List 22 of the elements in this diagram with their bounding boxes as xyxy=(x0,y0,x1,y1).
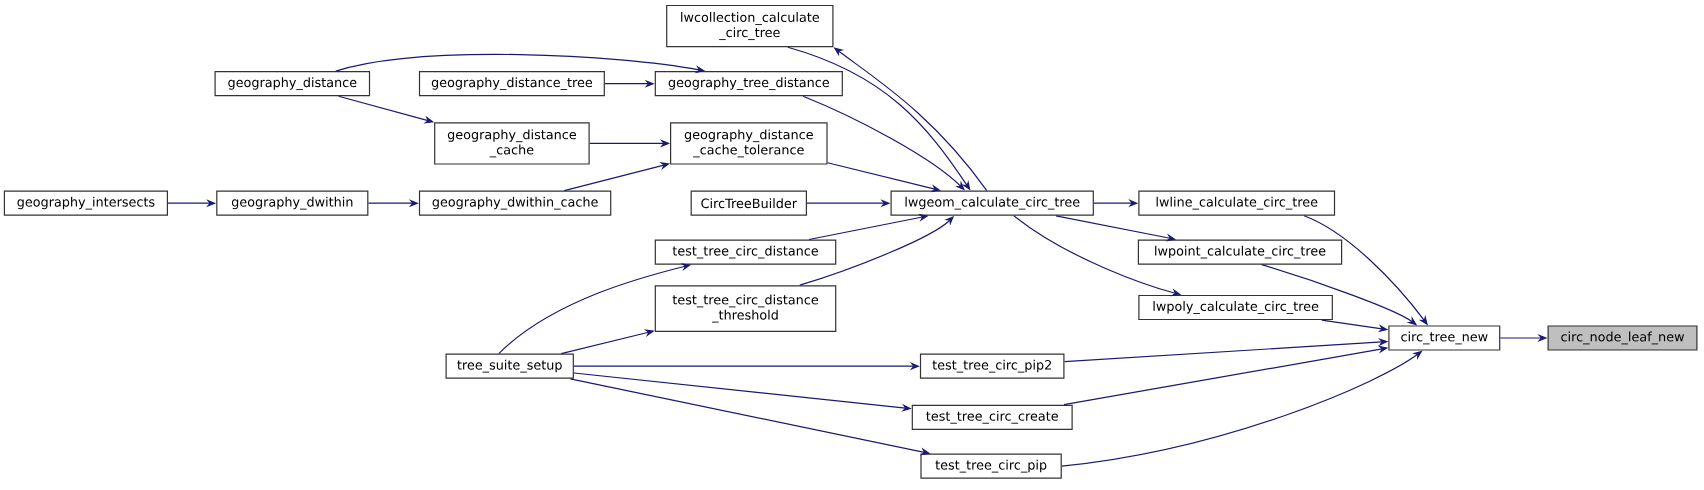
function-box: geography_dwithin xyxy=(216,190,369,216)
function-box: lwpoly_calculate_circ_tree xyxy=(1138,294,1333,321)
function-box: geography_intersects xyxy=(3,190,168,216)
function-box: geography_distance _cache xyxy=(434,122,590,165)
function-box: geography_distance _cache_tolerance xyxy=(670,122,828,165)
function-box: geography_tree_distance xyxy=(654,71,843,97)
function-box: test_tree_circ_pip xyxy=(920,453,1062,479)
function-box: circ_tree_new xyxy=(1388,325,1501,351)
function-box: test_tree_circ_create xyxy=(911,404,1073,430)
function-box: tree_suite_setup xyxy=(445,353,574,379)
function-box: geography_dwithin_cache xyxy=(418,190,612,216)
function-box: geography_distance xyxy=(214,71,371,97)
function-box: circ_node_leaf_new xyxy=(1547,325,1698,351)
function-box: test_tree_circ_pip2 xyxy=(919,353,1065,379)
function-box: lwpoint_calculate_circ_tree xyxy=(1137,239,1343,265)
function-box: lwcollection_calculate _circ_tree xyxy=(666,4,834,48)
function-box: geography_distance_tree xyxy=(418,71,605,97)
function-box: test_tree_circ_distance xyxy=(654,239,837,265)
function-box: test_tree_circ_distance _threshold xyxy=(654,285,837,332)
function-box: lwline_calculate_circ_tree xyxy=(1138,190,1336,216)
function-box: CircTreeBuilder xyxy=(690,190,807,216)
function-box: lwgeom_calculate_circ_tree xyxy=(890,190,1094,216)
